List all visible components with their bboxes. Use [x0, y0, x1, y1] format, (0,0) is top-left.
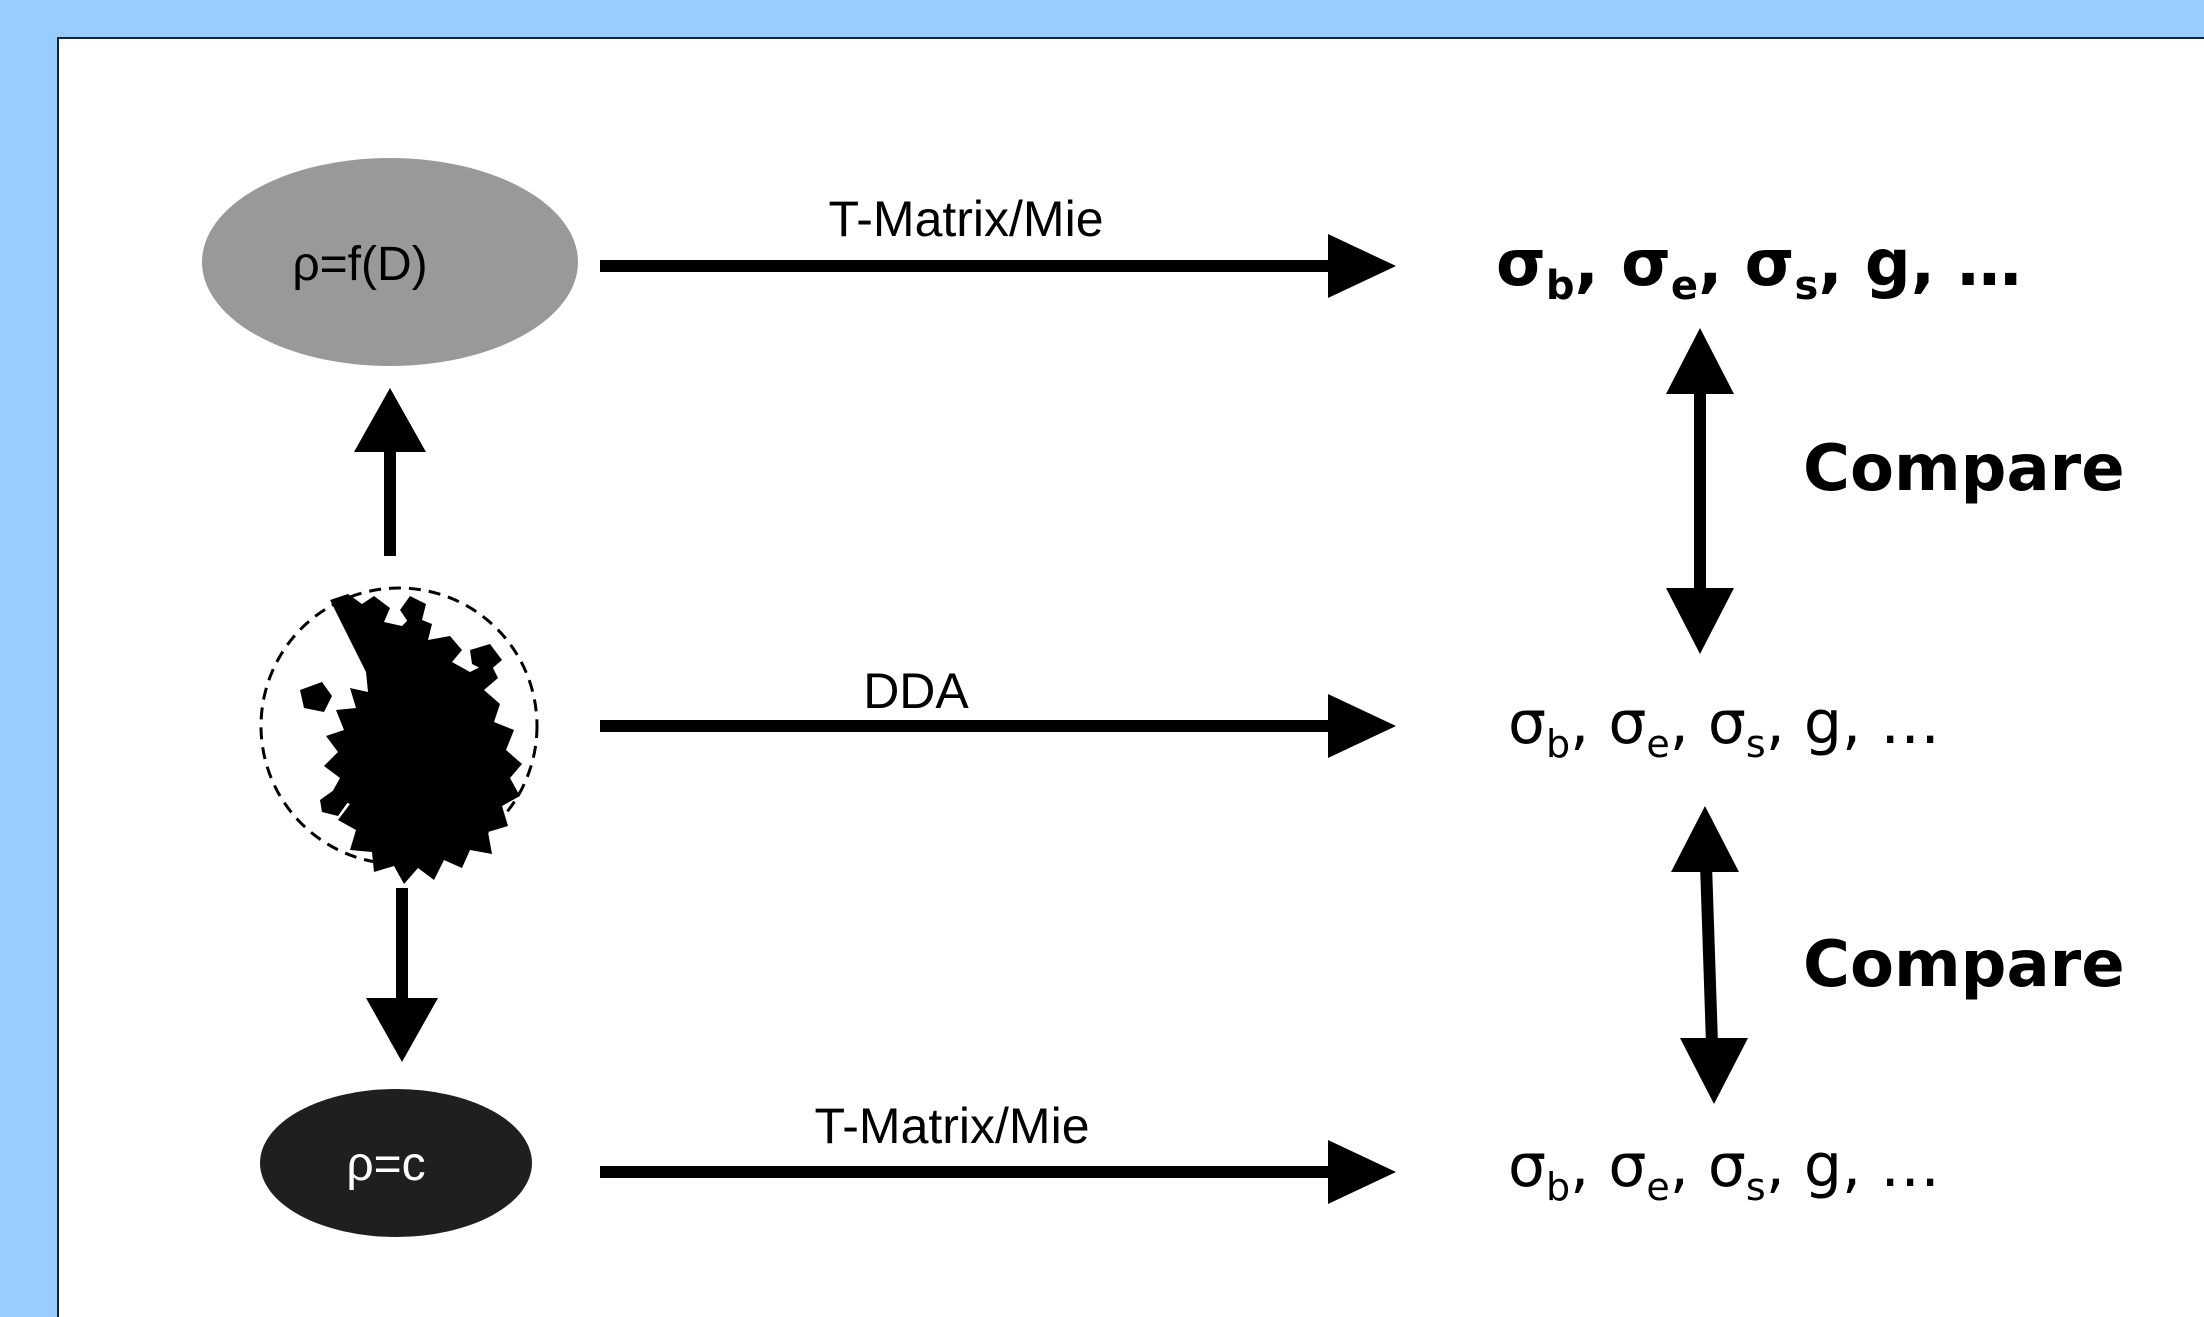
sub-e: e	[1671, 263, 1698, 309]
bottom-ellipse-label: ρ=c	[346, 1138, 425, 1191]
compare-arrow-lower	[1671, 806, 1748, 1104]
arrow-bottom-method	[600, 1140, 1396, 1204]
sub-b: b	[1546, 263, 1575, 309]
arrow-middle-method	[600, 694, 1396, 758]
sigma-e: σ	[1621, 227, 1671, 301]
sigma-b: σ	[1496, 227, 1546, 301]
sub-s: s	[1795, 263, 1819, 309]
sigma-s: σ	[1745, 227, 1795, 301]
method-label-bottom: T-Matrix/Mie	[815, 1098, 1090, 1154]
compare-label-lower: Compare	[1803, 928, 2125, 1002]
result-row-middle: σb, σe, σs, g, …	[1508, 688, 1940, 766]
result-row-top: σb, σe, σs, g, …	[1496, 227, 2021, 309]
arrow-top-method	[600, 234, 1396, 298]
top-ellipse-node: ρ=f(D)	[202, 158, 578, 366]
fractal-aggregate-icon	[259, 586, 539, 884]
method-label-top: T-Matrix/Mie	[829, 191, 1104, 247]
arrow-aggregate-to-top	[354, 388, 426, 556]
compare-arrow-upper	[1666, 328, 1734, 654]
result-row-bottom: σb, σe, σs, g, …	[1508, 1131, 1940, 1209]
method-label-middle: DDA	[863, 663, 969, 719]
compare-label-upper: Compare	[1803, 432, 2125, 506]
arrow-aggregate-to-bottom	[366, 888, 438, 1062]
bottom-ellipse-node: ρ=c	[260, 1089, 532, 1237]
top-ellipse-label: ρ=f(D)	[292, 238, 427, 291]
g-tail: g, …	[1865, 227, 2021, 301]
